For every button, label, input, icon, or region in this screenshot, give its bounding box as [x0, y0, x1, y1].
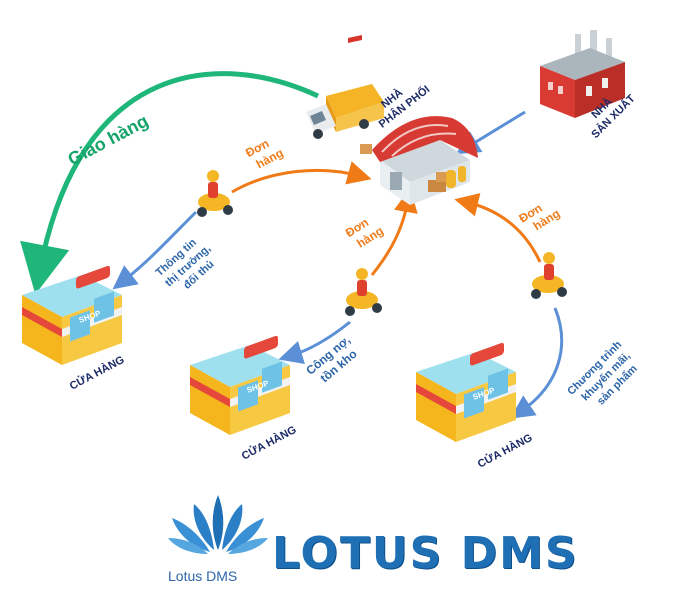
scooter-rider-icon	[345, 268, 382, 316]
lotus-logo-icon	[168, 495, 268, 554]
truck-icon	[306, 35, 384, 139]
scooter-rider-icon	[197, 170, 233, 217]
brand-title: LOTUS DMS	[272, 528, 579, 579]
factory-icon	[540, 30, 625, 118]
debt-stock-arrow	[278, 320, 351, 365]
market-info-arrow	[112, 210, 198, 290]
order-arrow-right	[454, 193, 542, 263]
supply-arrow	[455, 110, 526, 155]
scooter-rider-icon	[531, 252, 567, 299]
delivery-arrow	[20, 71, 320, 295]
shop-icon	[190, 335, 290, 435]
promotion-arrow	[510, 307, 563, 419]
order-arrow-top	[231, 161, 372, 194]
shop-icon	[416, 342, 516, 442]
shop-icon	[22, 265, 122, 365]
store-label-middle: CỬA HÀNG	[239, 423, 298, 463]
warehouse-icon	[360, 116, 478, 205]
order-arrow-middle	[370, 188, 418, 276]
logo-caption: Lotus DMS	[168, 568, 238, 584]
store-label-right: CỬA HÀNG	[475, 431, 534, 471]
